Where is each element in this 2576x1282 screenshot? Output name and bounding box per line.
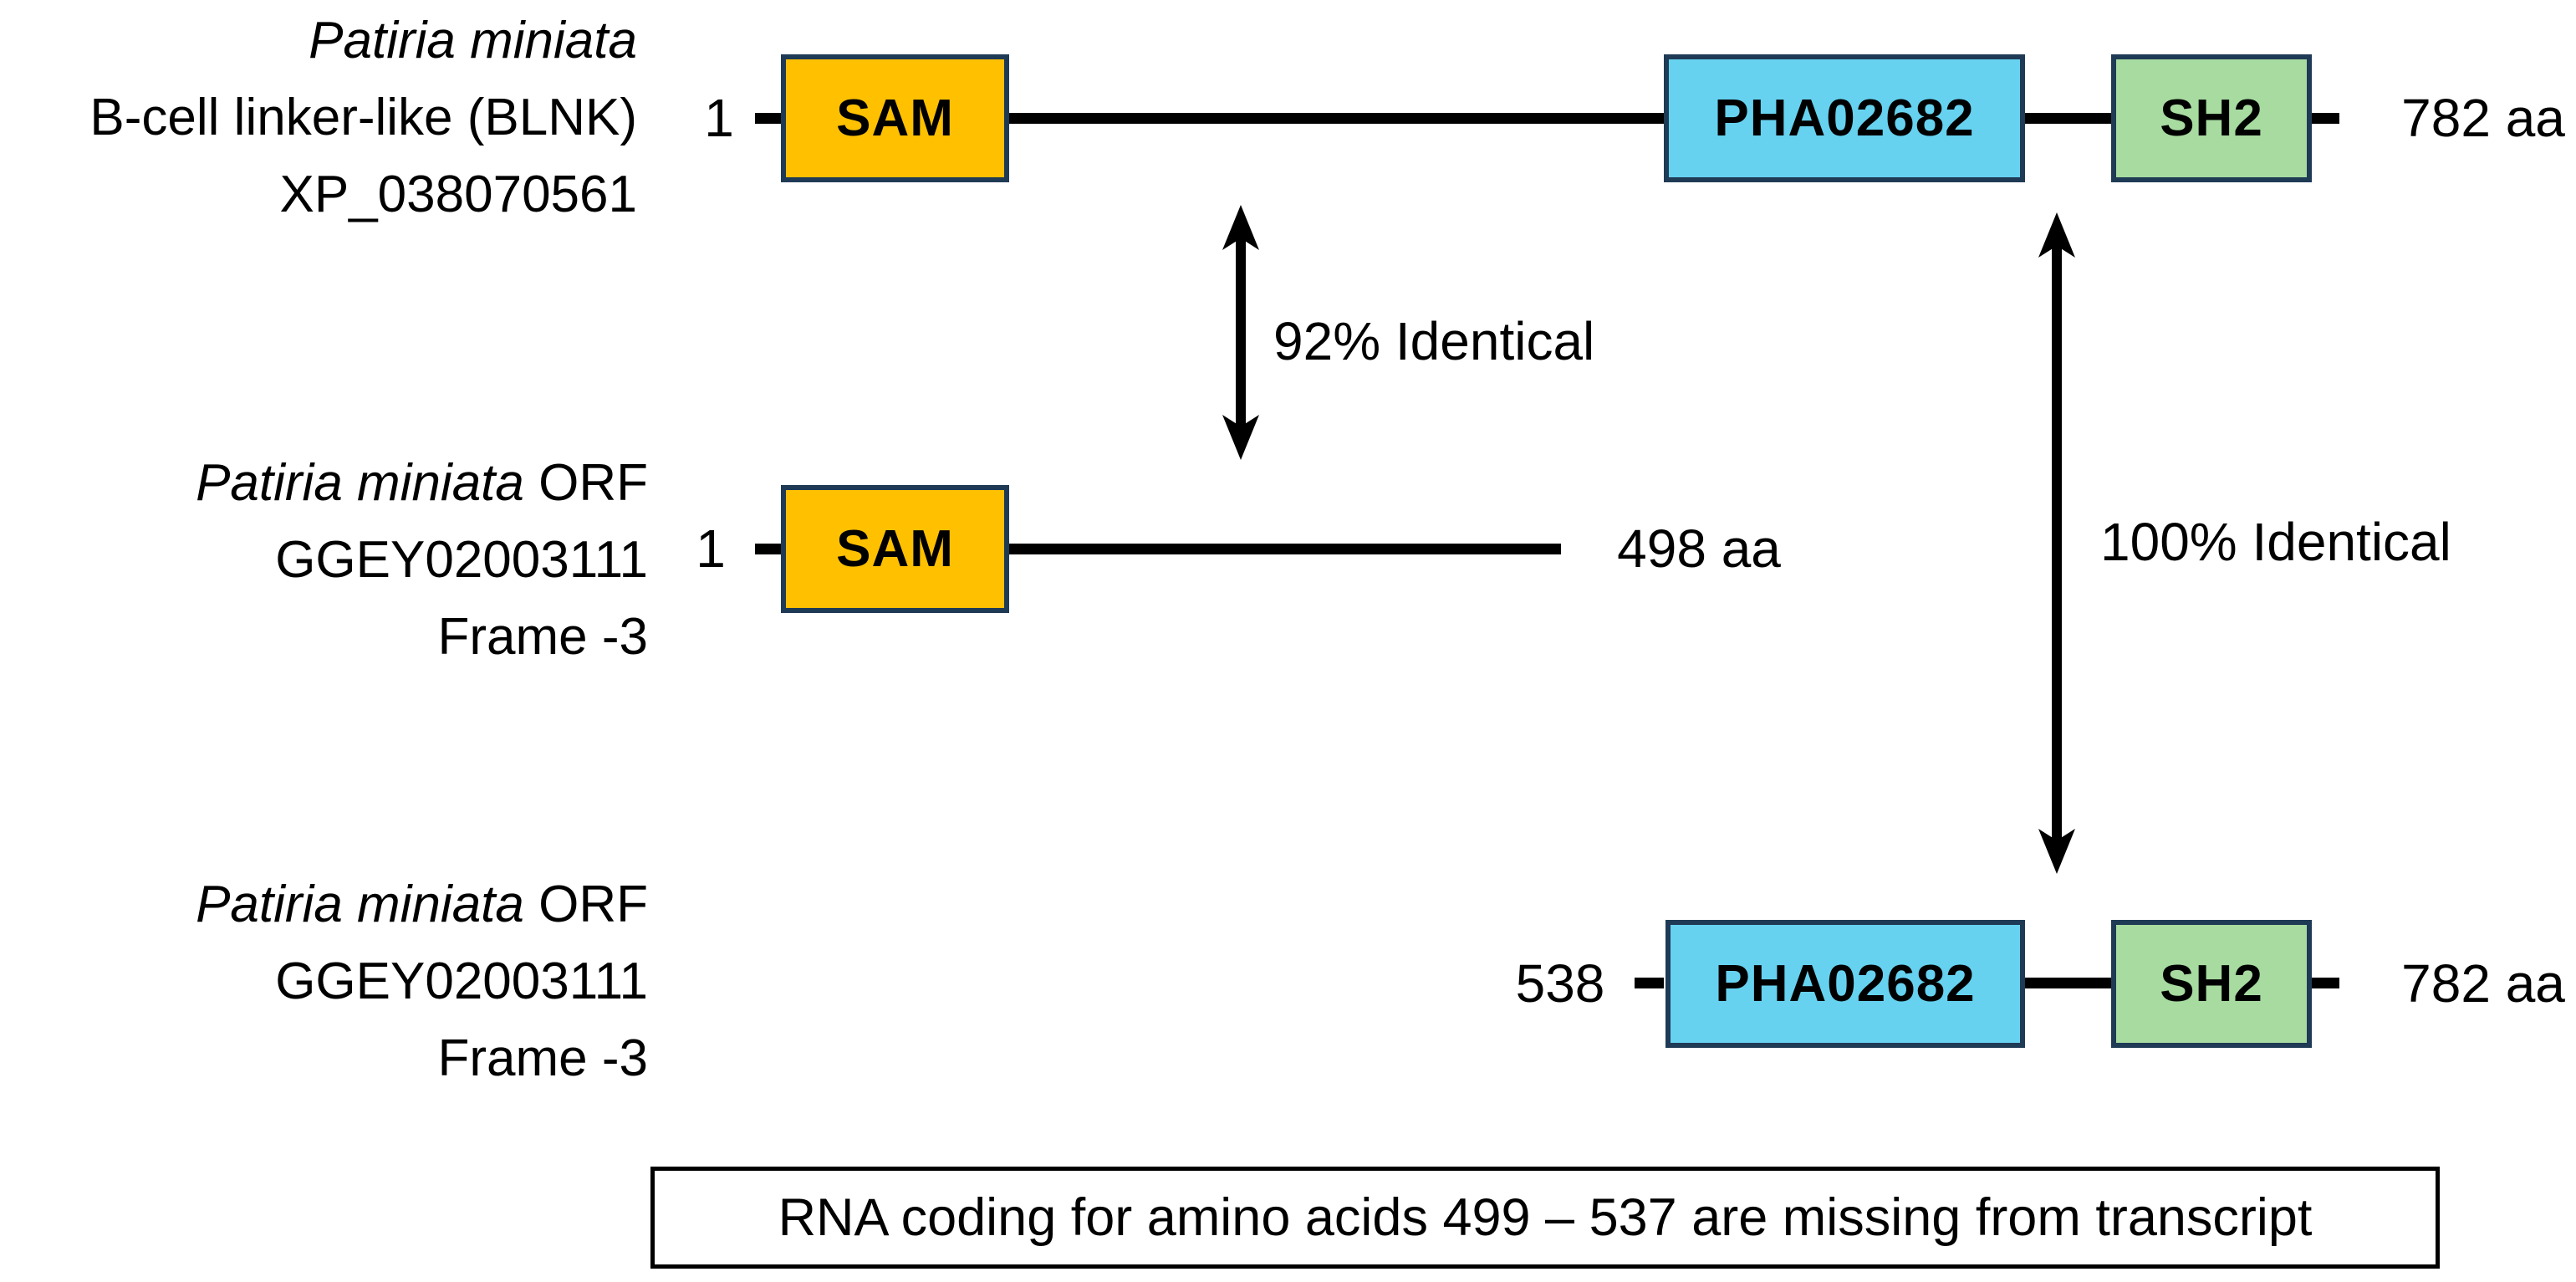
row3-species-suffix: ORF (523, 876, 648, 933)
row2-species-line: Patiria miniata ORF (0, 445, 648, 522)
row3-start-position: 538 (1515, 953, 1605, 1014)
row3-length-label: 782 aa (2401, 953, 2565, 1014)
row1-linker-line (2025, 113, 2111, 124)
row1-backbone-line (1009, 113, 1664, 124)
row1-species-name: Patiria miniata (309, 12, 637, 69)
row1-sh2-domain-box: SH2 (2111, 54, 2312, 182)
row1-label: Patiria miniata B-cell linker-like (BLNK… (0, 3, 637, 233)
identity-annotation-92: 92% Identical (1273, 311, 1595, 371)
row3-species-name: Patiria miniata (196, 876, 524, 933)
double-arrow-100-identical-icon (2038, 212, 2075, 874)
row3-species-line: Patiria miniata ORF (0, 866, 648, 943)
row3-pha02682-domain-box: PHA02682 (1665, 920, 2025, 1048)
row2-length-label: 498 aa (1617, 518, 1781, 579)
row3-frame: Frame -3 (437, 1029, 648, 1087)
row3-end-tick (2312, 978, 2339, 988)
identity-annotation-100: 100% Identical (2100, 512, 2451, 572)
footnote-box: RNA coding for amino acids 499 – 537 are… (650, 1167, 2440, 1269)
row3-start-tick (1635, 978, 1664, 988)
row1-protein-name: B-cell linker-like (BLNK) (89, 89, 637, 146)
row3-pha02682-domain-label: PHA02682 (1715, 955, 1976, 1013)
row2-frame: Frame -3 (437, 608, 648, 666)
row1-sam-domain-label: SAM (836, 89, 954, 147)
row2-backbone-line (1009, 544, 1561, 554)
row1-end-tick (2312, 113, 2339, 124)
row1-start-position: 1 (704, 88, 734, 148)
row2-start-tick (755, 544, 781, 554)
row1-sh2-domain-label: SH2 (2160, 89, 2263, 147)
row2-species-name: Patiria miniata (196, 454, 524, 512)
row1-sam-domain-box: SAM (781, 54, 1009, 182)
row2-label: Patiria miniata ORF GGEY02003111 Frame -… (0, 445, 648, 676)
double-arrow-92-identical-icon (1222, 205, 1259, 460)
row3-sh2-domain-label: SH2 (2160, 955, 2263, 1013)
row1-length-label: 782 aa (2401, 88, 2565, 148)
row2-sam-domain-label: SAM (836, 520, 954, 578)
row1-accession: XP_038070561 (279, 166, 637, 223)
footnote-text: RNA coding for amino acids 499 – 537 are… (778, 1188, 2313, 1247)
row2-sam-domain-box: SAM (781, 485, 1009, 613)
row1-start-tick (755, 113, 781, 124)
row3-sh2-domain-box: SH2 (2111, 920, 2312, 1048)
row1-pha02682-domain-label: PHA02682 (1714, 89, 1975, 147)
row1-pha02682-domain-box: PHA02682 (1664, 54, 2025, 182)
row2-accession: GGEY02003111 (275, 531, 648, 589)
row2-start-position: 1 (696, 518, 726, 579)
row3-accession: GGEY02003111 (275, 953, 648, 1010)
row3-linker-line (2025, 978, 2111, 988)
row2-species-suffix: ORF (523, 454, 648, 512)
row3-label: Patiria miniata ORF GGEY02003111 Frame -… (0, 866, 648, 1097)
row1-species-line: Patiria miniata (0, 3, 637, 79)
